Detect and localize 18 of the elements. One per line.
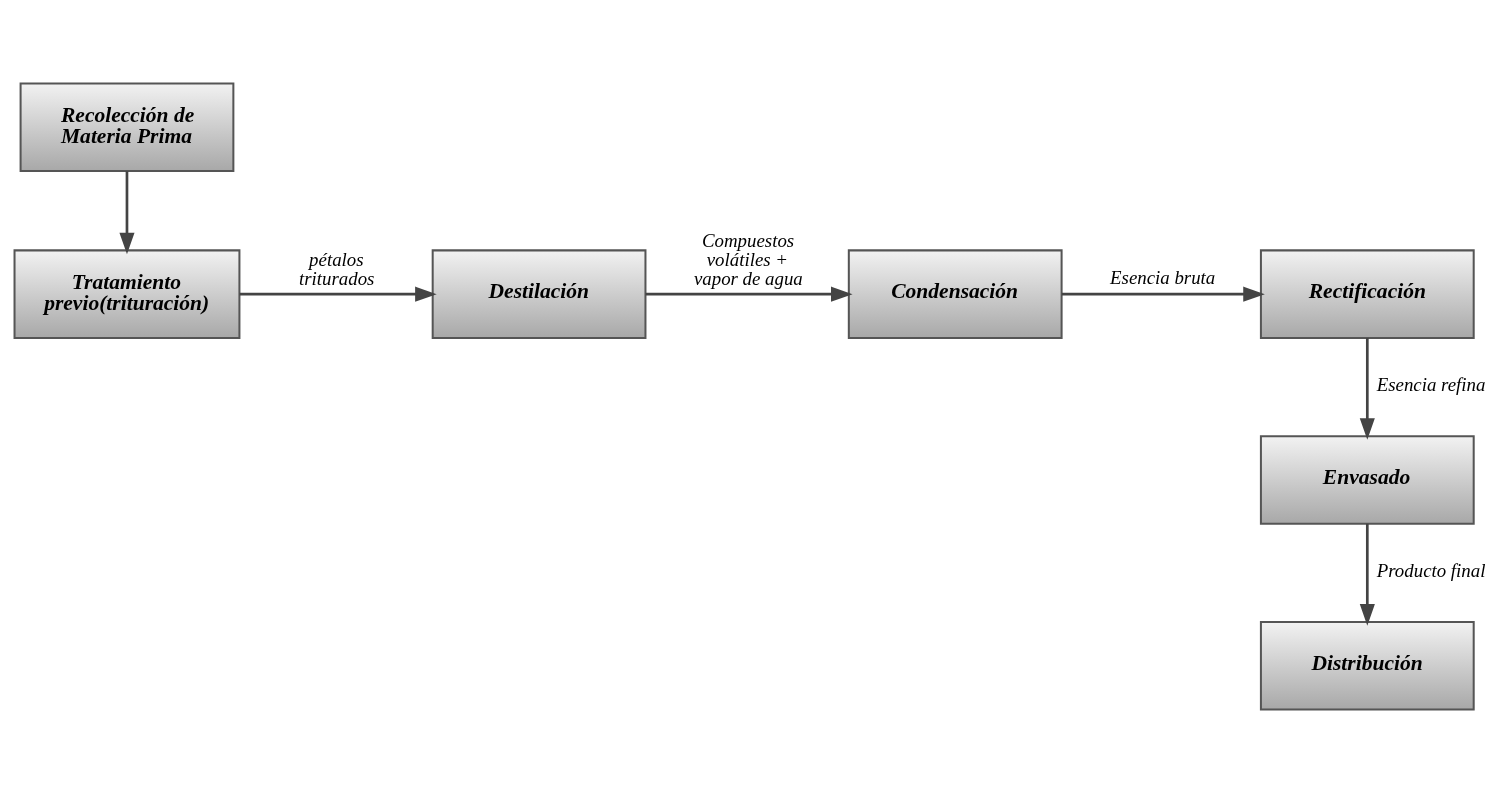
node-box: Condensación bbox=[847, 248, 1063, 339]
edge-label: Compuestos volátiles + vapor de agua bbox=[693, 229, 803, 289]
edge-label: Esencia refina bbox=[1376, 373, 1486, 395]
arrow bbox=[645, 286, 853, 302]
arrow bbox=[239, 286, 437, 302]
arrow bbox=[1359, 337, 1375, 440]
node-box: Tratamiento previo(trituración) bbox=[13, 248, 241, 339]
edge-label: pétalos triturados bbox=[299, 248, 375, 289]
arrow bbox=[1359, 523, 1375, 626]
node-box: Recolección de Materia Prima bbox=[19, 81, 235, 172]
arrow bbox=[1061, 286, 1265, 302]
edge-label: Esencia bruta bbox=[1110, 266, 1216, 288]
edge-label: Producto final bbox=[1376, 559, 1486, 581]
node-box: Rectificación bbox=[1259, 248, 1475, 339]
node-box: Destilación bbox=[431, 248, 647, 339]
arrow bbox=[119, 170, 135, 254]
node-box: Distribución bbox=[1259, 620, 1475, 711]
node-box: Envasado bbox=[1259, 434, 1475, 525]
